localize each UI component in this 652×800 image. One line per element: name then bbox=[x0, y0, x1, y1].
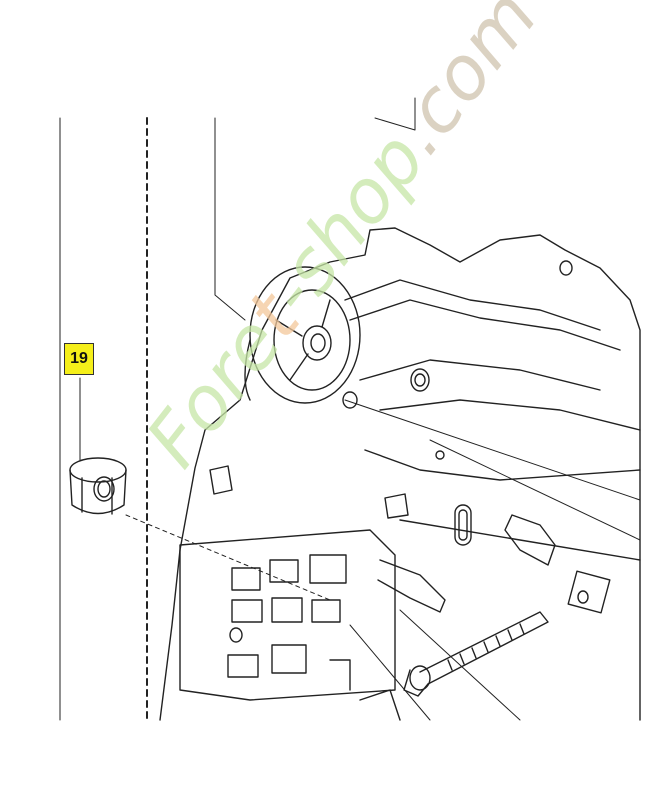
part-callout-19[interactable]: 19 bbox=[64, 343, 94, 375]
flange-nut-part bbox=[69, 457, 127, 515]
top-right-bracket bbox=[374, 97, 416, 131]
housing-leader-line bbox=[214, 117, 246, 321]
crankcase-housing bbox=[159, 227, 641, 721]
stud-projection-line bbox=[125, 514, 331, 601]
